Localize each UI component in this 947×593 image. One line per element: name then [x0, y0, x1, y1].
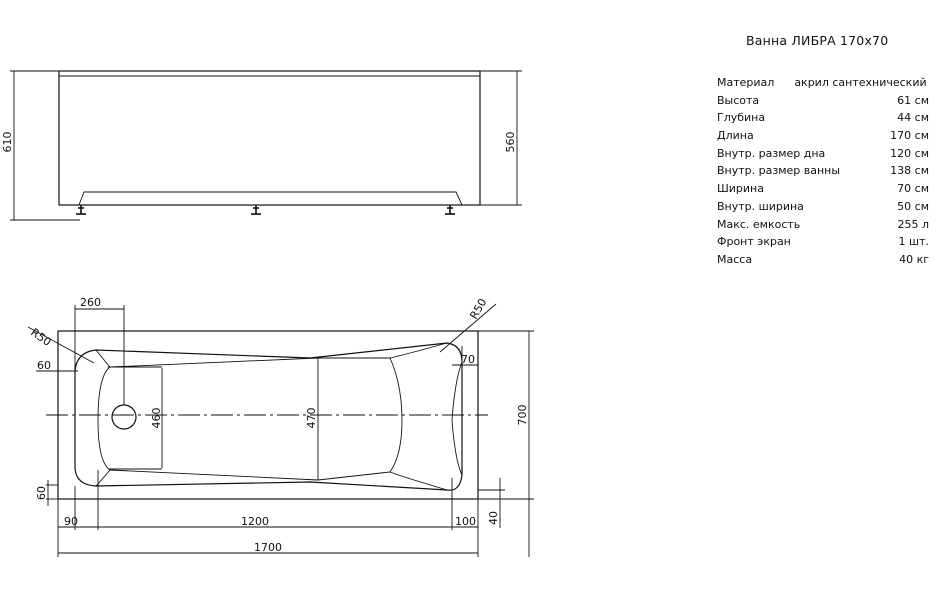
side-view: 610 560	[1, 70, 522, 221]
spec-label: Внутр. размер ванны	[717, 164, 841, 178]
side-front-panel	[78, 191, 463, 206]
spec-label: Внутр. размер дна	[717, 146, 826, 160]
dim-100: 100	[455, 515, 476, 528]
spec-label: Ширина	[717, 182, 764, 196]
dim-470: 470	[305, 408, 318, 429]
spec-row: Внутр. размер дна 120 см	[717, 145, 929, 163]
spec-value: 70 см	[897, 182, 929, 196]
spec-label: Внутр. ширина	[717, 199, 804, 213]
spec-row: Длина 170 см	[717, 127, 929, 145]
spec-label: Длина	[717, 129, 754, 143]
spec-value: 40 кг	[899, 252, 929, 266]
side-body	[58, 70, 481, 206]
spec-label: Фронт экран	[717, 235, 791, 249]
dim-70: 70	[461, 353, 475, 366]
dim-1200: 1200	[241, 515, 269, 528]
spec-label: Макс. емкость	[717, 217, 801, 231]
dim-60-bottom: 60	[35, 486, 48, 500]
spec-value: 61 см	[897, 93, 929, 107]
spec-row: Внутр. размер ванны 138 см	[717, 162, 929, 180]
spec-row: Ширина 70 см	[717, 180, 929, 198]
top-inner-bowl	[74, 342, 463, 491]
drain-hole	[111, 404, 137, 430]
spec-value: 255 л	[897, 217, 929, 231]
side-foot-middle	[251, 205, 261, 215]
spec-value: 170 см	[890, 129, 929, 143]
spec-value: 50 см	[897, 199, 929, 213]
spec-row: Фронт экран 1 шт.	[717, 233, 929, 251]
spec-label: Масса	[717, 252, 753, 266]
spec-row: Высота 61 см	[717, 92, 929, 110]
drawing-title: Ванна ЛИБРА 170х70	[746, 33, 889, 48]
spec-value: акрил сантехнический	[794, 76, 927, 89]
dim-460: 460	[150, 408, 163, 429]
dim-260: 260	[80, 296, 101, 309]
spec-label: Высота	[717, 93, 760, 107]
spec-value: 120 см	[890, 146, 929, 160]
dim-700: 700	[516, 405, 529, 426]
spec-row: Материал акрил сантехнический	[717, 74, 929, 92]
spec-row: Макс. емкость 255 л	[717, 216, 929, 234]
dim-560: 560	[504, 132, 517, 153]
spec-row: Внутр. ширина 50 см	[717, 198, 929, 216]
spec-value: 1 шт.	[898, 235, 929, 249]
side-foot-left	[76, 205, 86, 215]
r50-right-leader	[439, 303, 497, 353]
top-view: R50 R50 260 60 70 460 470 700 60 40 90 1…	[27, 296, 534, 557]
spec-value: 138 см	[890, 164, 929, 178]
spec-value: 44 см	[897, 111, 929, 125]
top-floor-outline	[97, 357, 403, 481]
dim-r50-right: R50	[467, 296, 489, 321]
dim-610: 610	[1, 132, 14, 153]
side-foot-right	[445, 205, 455, 215]
dim-40: 40	[487, 511, 500, 525]
spec-label: Материал	[717, 76, 775, 89]
spec-label: Глубина	[717, 111, 766, 125]
spec-row: Масса 40 кг	[717, 251, 929, 269]
r50-left-leader	[27, 326, 95, 364]
dim-1700: 1700	[254, 541, 282, 554]
dim-60-left: 60	[37, 359, 51, 372]
dim-90: 90	[64, 515, 78, 528]
spec-row: Глубина 44 см	[717, 109, 929, 127]
